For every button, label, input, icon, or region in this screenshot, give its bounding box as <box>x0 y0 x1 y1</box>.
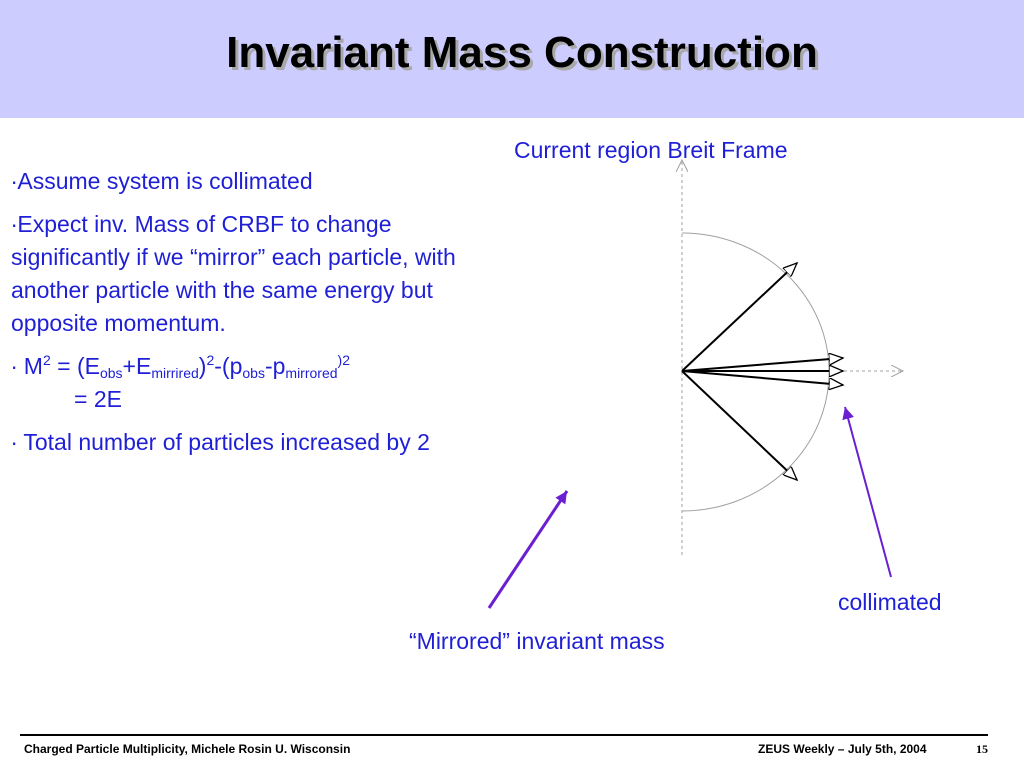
formula-minus-p: -(p <box>214 353 243 379</box>
mirrored-label: “Mirrored” invariant mass <box>409 628 665 654</box>
formula-sub-obs: obs <box>99 365 123 381</box>
title-band <box>0 0 1024 118</box>
formula-plus-e: +E <box>122 353 152 379</box>
bullet-particle-count: ∙ Total number of particles increased by… <box>11 429 430 455</box>
formula-sup-2b: 2 <box>206 352 215 368</box>
particle-arrow-upper <box>681 263 797 372</box>
mirrored-pointer <box>487 490 569 609</box>
formula-sup-2a: 2 <box>42 352 51 368</box>
frame-label: Current region Breit Frame <box>514 137 788 163</box>
formula-line2: = 2E <box>74 386 122 412</box>
bullet-list: ∙Assume system is collimated ∙Expect inv… <box>11 165 481 469</box>
particle-arrow-lower <box>681 370 797 480</box>
formula-sub-mirrired: mirrired <box>151 365 199 381</box>
particle-arrow-mid-1 <box>681 358 843 372</box>
collimated-label: collimated <box>838 589 942 615</box>
formula-eq-open: = (E <box>50 353 100 379</box>
page-number: 15 <box>976 742 988 756</box>
footer-divider <box>20 734 988 736</box>
formula-sub-mirrored: mirrored <box>285 365 338 381</box>
footer-left: Charged Particle Multiplicity, Michele R… <box>24 742 351 756</box>
formula-close-paren: ) <box>198 353 207 379</box>
bullet-collimated: ∙Assume system is collimated <box>11 168 313 194</box>
slide-title: Invariant Mass Construction <box>226 28 818 77</box>
formula-sub-obs2: obs <box>242 365 265 381</box>
formula-sup-close: )2 <box>337 352 350 368</box>
formula-minus-p2: -p <box>264 353 286 379</box>
bullet-mass-formula: ∙ M2 = (Eobs+Emirrired)2-(pobs-pmirrored… <box>11 350 481 416</box>
particle-arrow-mid-3 <box>681 370 843 385</box>
bullet-mirror: ∙Expect inv. Mass of CRBF to change sign… <box>11 211 456 336</box>
collimated-pointer <box>842 406 892 578</box>
footer-right: ZEUS Weekly – July 5th, 2004 <box>758 742 927 756</box>
formula-prefix: ∙ M <box>11 353 43 379</box>
